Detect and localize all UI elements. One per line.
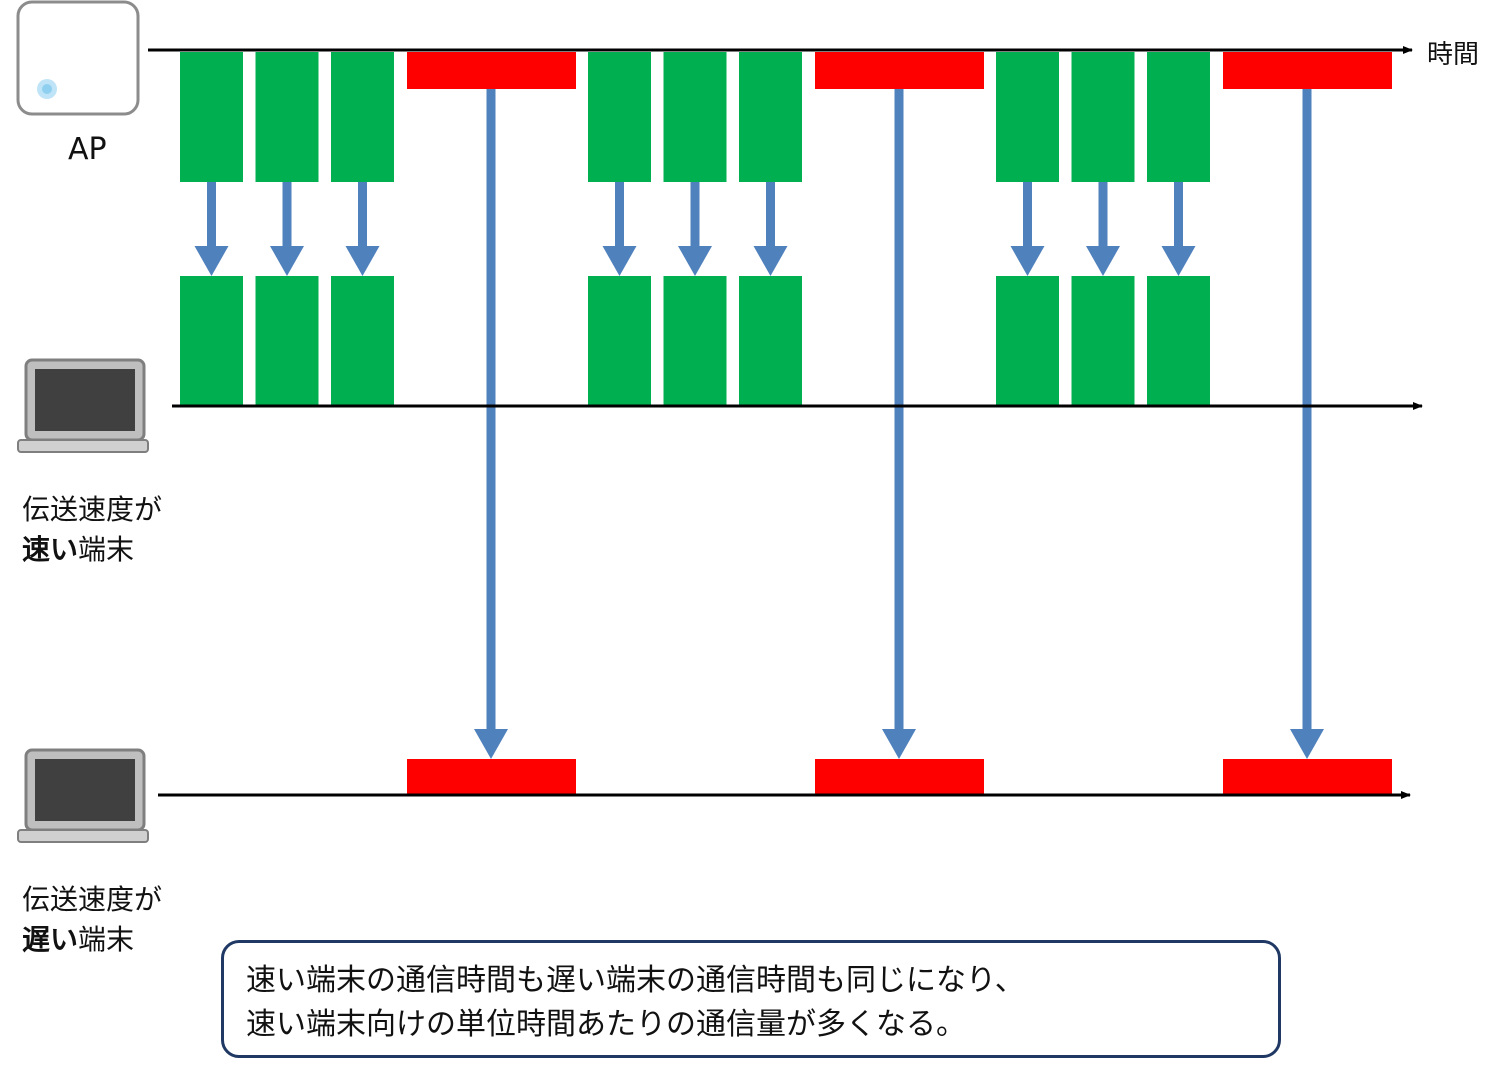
- fast-device-frame: [588, 276, 651, 406]
- fast-device-frame: [1071, 276, 1135, 406]
- time-axis-label: 時間: [1427, 40, 1480, 70]
- fast-device-label-bold: 速い: [22, 533, 79, 566]
- ap-slow-frame: [407, 52, 576, 89]
- fast-device-frame: [1147, 276, 1210, 406]
- fast-device-frame: [255, 276, 319, 406]
- fast-device-label-line1: 伝送速度が: [22, 493, 163, 526]
- fast-transfer-arrow: [602, 182, 637, 276]
- ap-fast-frame: [663, 52, 727, 182]
- fast-device-label-rest: 端末: [78, 533, 135, 566]
- ap-fast-frame: [1071, 52, 1135, 182]
- ap-fast-frame: [180, 52, 243, 182]
- slow-transfer-arrow: [1290, 89, 1324, 759]
- fast-transfer-arrow: [1010, 182, 1045, 276]
- slow-device-label-line1: 伝送速度が: [22, 883, 163, 916]
- ap-label: AP: [68, 132, 107, 167]
- ap-fast-frame: [1147, 52, 1210, 182]
- summary-note-line1: 速い端末の通信時間も遅い端末の通信時間も同じになり、: [246, 963, 1025, 998]
- slow-device-label-bold: 遅い: [22, 923, 79, 956]
- frames-group: [180, 52, 1392, 796]
- slow-device-frame: [1223, 759, 1392, 796]
- summary-note: 速い端末の通信時間も遅い端末の通信時間も同じになり、 速い端末向けの単位時間あた…: [221, 940, 1281, 1058]
- ap-fast-frame: [255, 52, 319, 182]
- ap-fast-frame: [331, 52, 394, 182]
- ap-fast-frame: [739, 52, 802, 182]
- ap-slow-frame: [1223, 52, 1392, 89]
- slow-laptop-icon: [17, 748, 149, 843]
- fast-device-frame: [331, 276, 394, 406]
- ap-slow-frame: [815, 52, 984, 89]
- fast-device-label: 伝送速度が 速い端末: [22, 490, 162, 570]
- fast-device-frame: [180, 276, 243, 406]
- access-point-icon: [16, 0, 140, 116]
- fast-device-frame: [996, 276, 1059, 406]
- fast-device-frame: [739, 276, 802, 406]
- fast-transfer-arrow: [270, 182, 304, 276]
- fast-device-frame: [663, 276, 727, 406]
- fast-transfer-arrow: [1161, 182, 1196, 276]
- fast-transfer-arrow: [678, 182, 712, 276]
- slow-device-frame: [815, 759, 984, 796]
- fast-laptop-icon: [17, 358, 149, 453]
- fast-transfer-arrow: [345, 182, 380, 276]
- ap-fast-frame: [996, 52, 1059, 182]
- fast-transfer-arrow: [194, 182, 229, 276]
- slow-transfer-arrow: [882, 89, 916, 759]
- slow-device-label-rest: 端末: [78, 923, 135, 956]
- fast-transfer-arrow: [753, 182, 788, 276]
- slow-transfer-arrow: [474, 89, 508, 759]
- slow-device-frame: [407, 759, 576, 796]
- ap-fast-frame: [588, 52, 651, 182]
- fast-transfer-arrow: [1086, 182, 1120, 276]
- slow-device-label: 伝送速度が 遅い端末: [22, 880, 162, 960]
- summary-note-line2: 速い端末向けの単位時間あたりの通信量が多くなる。: [246, 1007, 966, 1042]
